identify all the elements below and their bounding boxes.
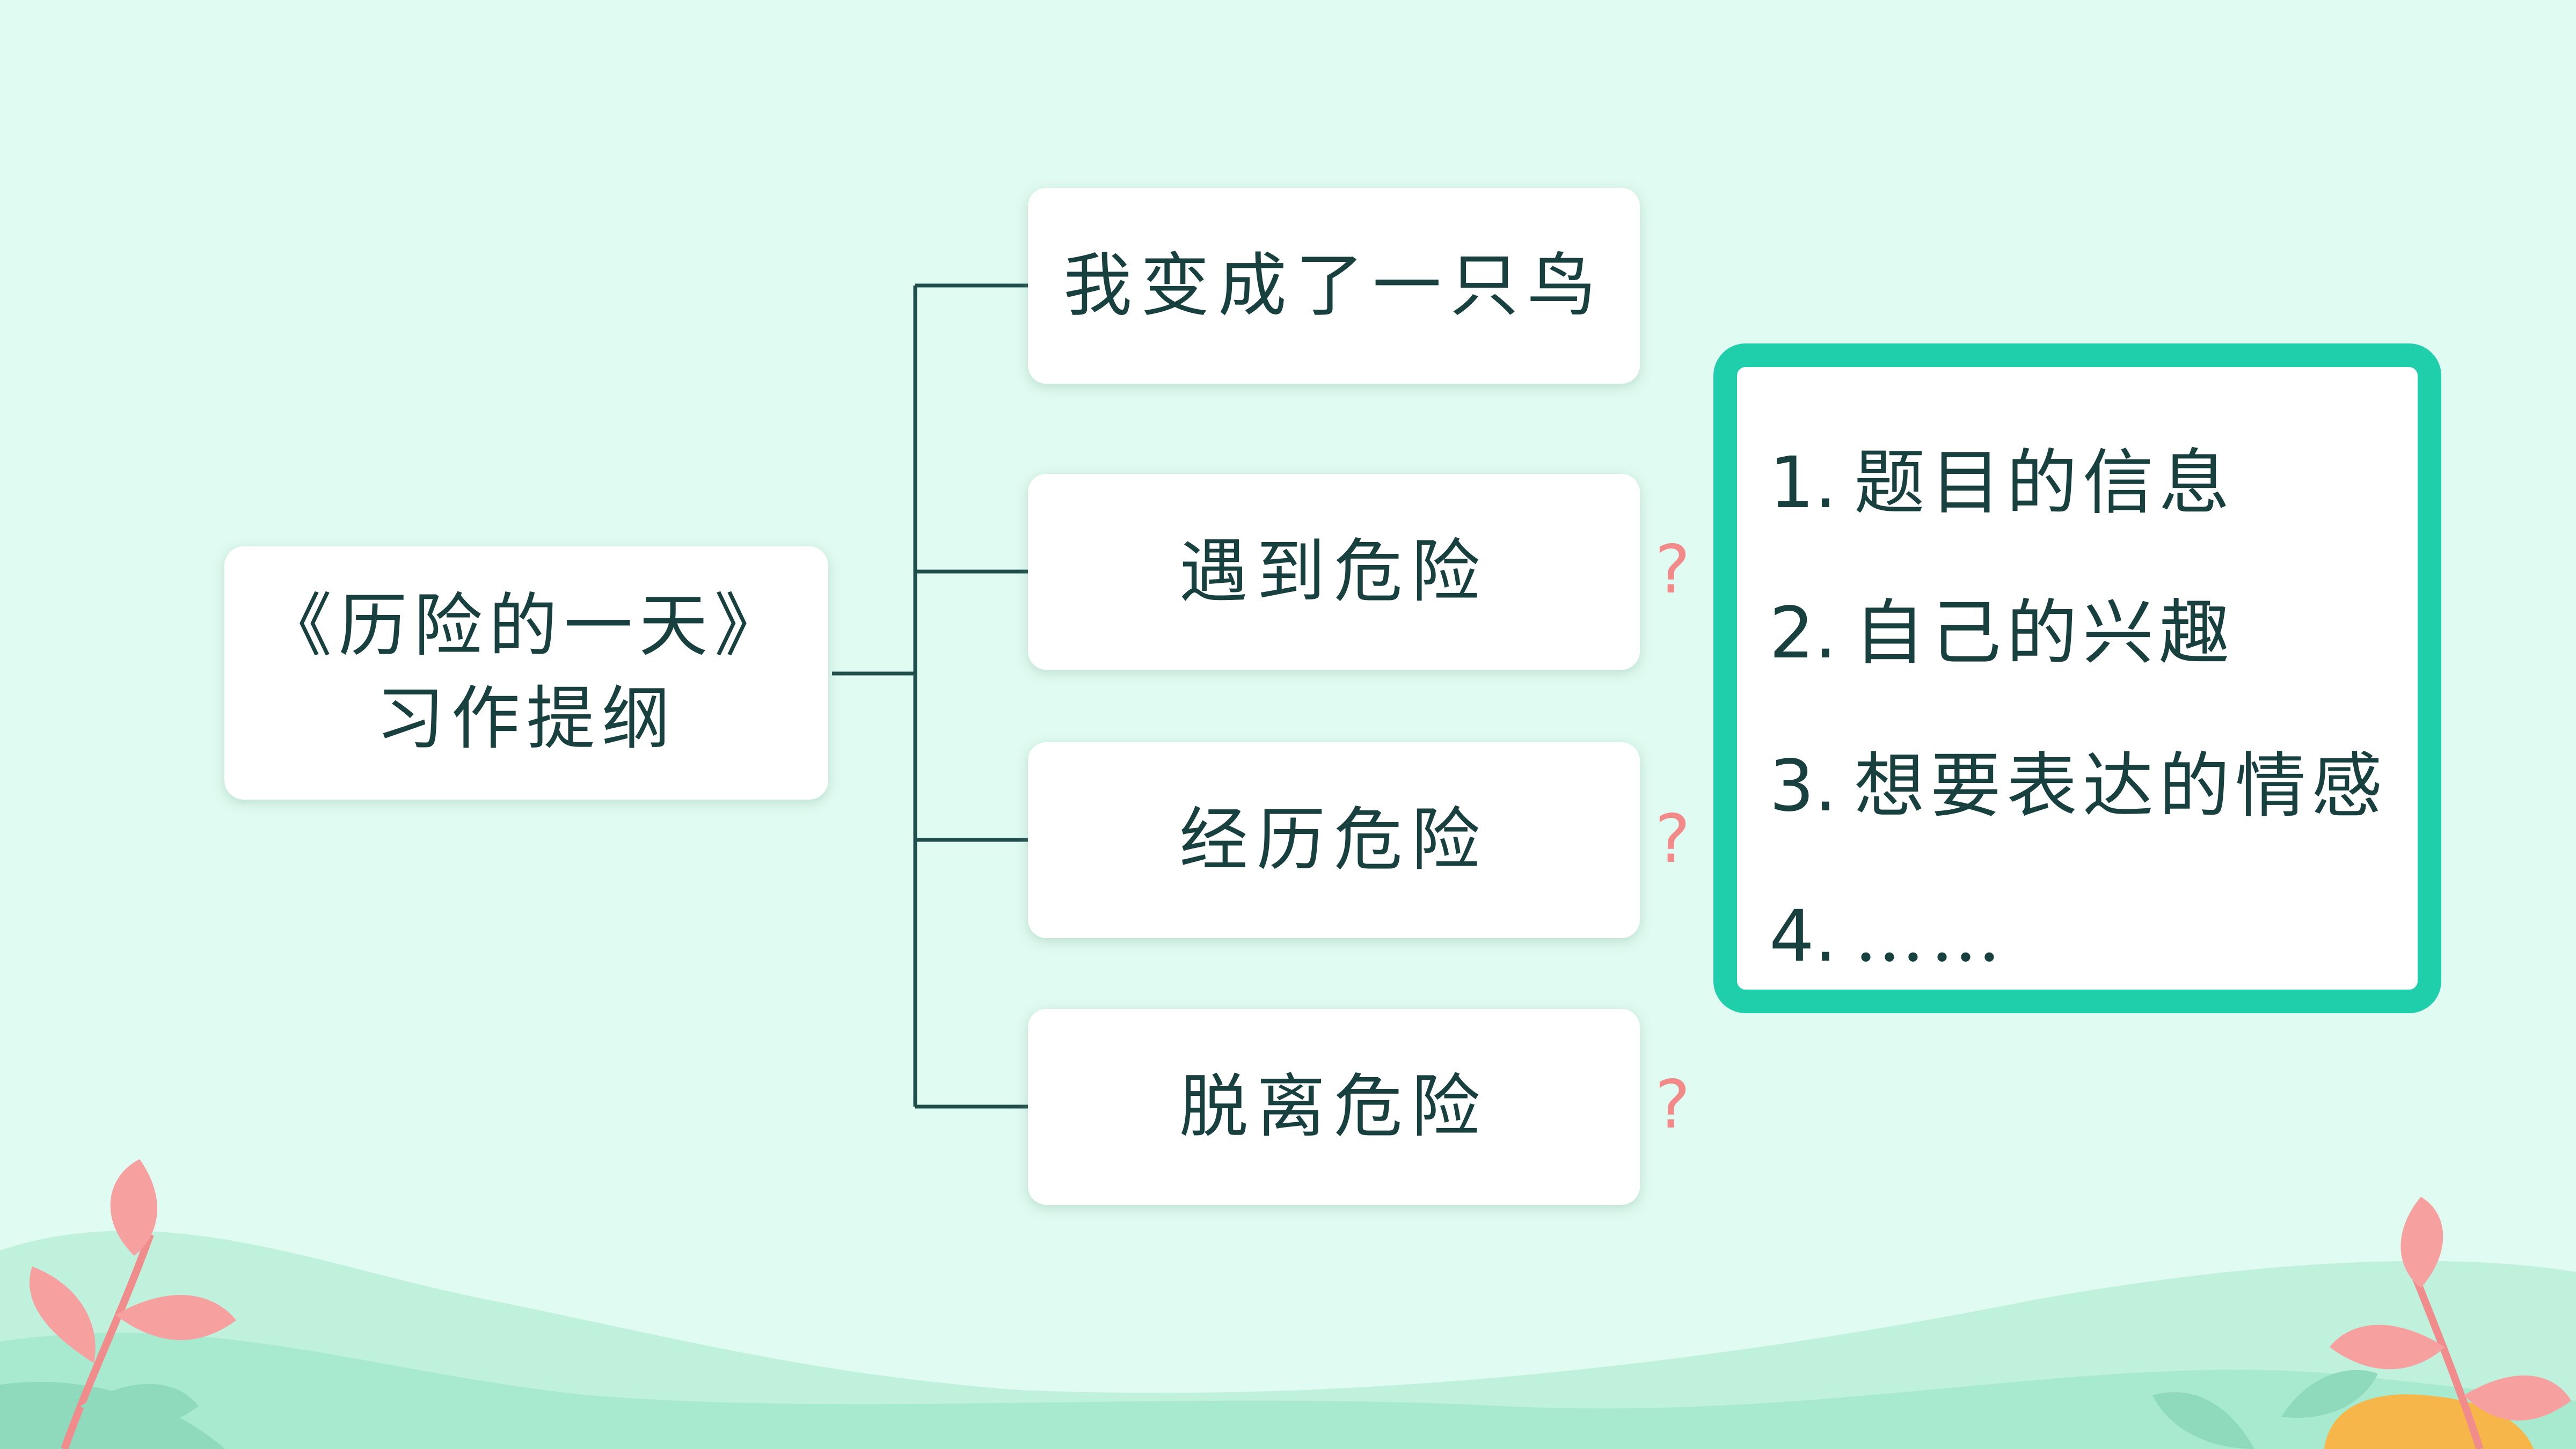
question-mark-icon-4: ?	[1655, 1066, 1690, 1144]
root-node-title: 《历险的一天》 习作提纲	[263, 580, 789, 766]
hint-item-1: 1.题目的信息	[1769, 448, 2235, 518]
stem-left	[61, 1233, 154, 1449]
leaf-left-2	[115, 1294, 236, 1341]
hint-item-1-text: 题目的信息	[1853, 442, 2235, 524]
hill-front	[0, 1333, 2576, 1449]
hint-item-3-number: 3.	[1769, 745, 1837, 828]
leaf-right-2	[2330, 1324, 2445, 1370]
root-title-line-1: 《历险的一天》	[263, 586, 790, 667]
stem-right	[2412, 1276, 2484, 1449]
question-mark-icon-3: ?	[1655, 801, 1690, 878]
branch-label-1: 我变成了一只鸟	[1063, 245, 1604, 326]
leaf-right-1	[2400, 1197, 2443, 1288]
branch-node-4: 脱离危险	[1028, 1009, 1640, 1205]
leaf-right-5	[2281, 1370, 2378, 1418]
branch-node-1: 我变成了一只鸟	[1028, 188, 1640, 384]
branch-label-3: 经历危险	[1179, 800, 1488, 880]
plant-left	[29, 1159, 236, 1449]
hint-item-4: 4.……	[1769, 901, 2006, 972]
branch-label-4: 脱离危险	[1179, 1066, 1488, 1147]
plant-right	[2152, 1197, 2571, 1449]
hint-box: 1.题目的信息 2.自己的兴趣 3.想要表达的情感 4.……	[1713, 343, 2441, 1013]
root-title-line-2: 习作提纲	[376, 679, 677, 759]
hint-item-2-text: 自己的兴趣	[1853, 592, 2235, 675]
leaf-left-1	[110, 1159, 157, 1256]
hint-item-3: 3.想要表达的情感	[1769, 751, 2388, 822]
branch-node-3: 经历危险	[1028, 742, 1640, 938]
leaf-left-3	[29, 1267, 96, 1363]
root-node: 《历险的一天》 习作提纲	[224, 546, 828, 800]
hint-item-2-number: 2.	[1769, 592, 1837, 675]
leaf-right-3	[2464, 1375, 2571, 1421]
leaf-left-4	[81, 1384, 199, 1429]
branch-label-2: 遇到危险	[1179, 531, 1488, 612]
branch-node-2: 遇到危险	[1028, 474, 1640, 670]
hint-item-1-number: 1.	[1769, 442, 1837, 524]
leaf-right-4	[2152, 1392, 2254, 1449]
hint-item-2: 2.自己的兴趣	[1769, 598, 2235, 669]
hint-item-4-text: ……	[1853, 895, 2006, 978]
hint-item-4-number: 4.	[1769, 895, 1837, 978]
hint-item-3-text: 想要表达的情感	[1853, 745, 2388, 828]
question-mark-icon-2: ?	[1655, 531, 1690, 609]
